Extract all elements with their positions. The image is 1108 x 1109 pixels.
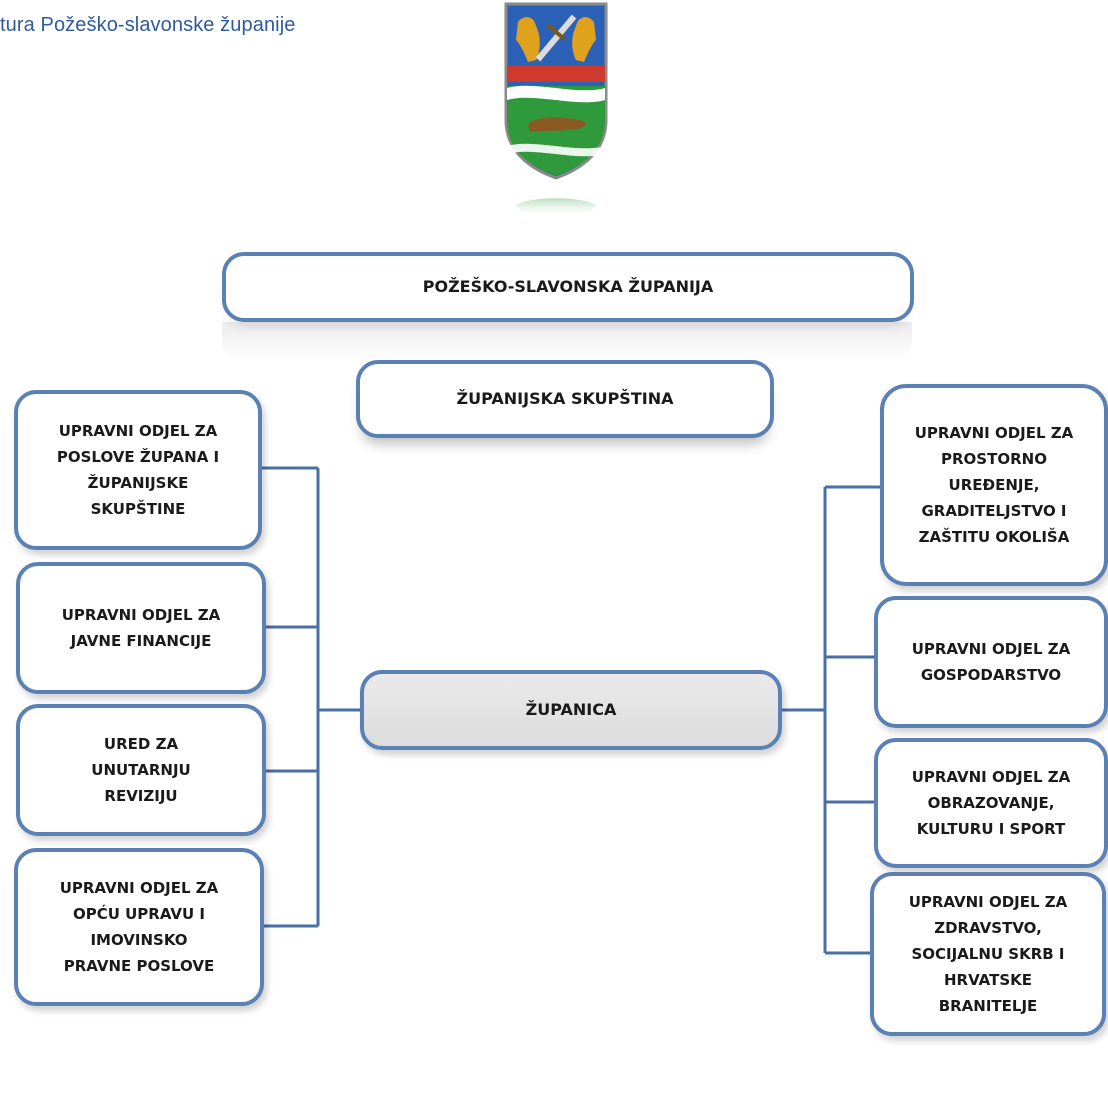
- department-label-line: BRANITELJE: [938, 997, 1038, 1015]
- county-label: POŽEŠKO-SLAVONSKA ŽUPANIJA: [422, 277, 714, 296]
- department-label-line: IMOVINSKO: [90, 931, 188, 949]
- department-label-line: OPĆU UPRAVU I: [72, 905, 206, 923]
- department-label-line: ŽUPANIJSKE: [87, 474, 189, 492]
- page-title: tura Požeško-slavonske županije: [0, 14, 296, 36]
- left-department-box: UPRAVNI ODJEL ZA JAVNE FINANCIJE: [16, 562, 266, 694]
- department-label-line: UPRAVNI ODJEL ZA: [58, 422, 218, 440]
- department-label-line: UPRAVNI ODJEL ZA: [908, 893, 1068, 911]
- department-label-line: URED ZA: [103, 735, 179, 753]
- left-department-box: UPRAVNI ODJEL ZA POSLOVE ŽUPANA I ŽUPANI…: [14, 390, 262, 550]
- department-label-line: GRADITELJSTVO I: [921, 502, 1067, 520]
- department-label-line: JAVNE FINANCIJE: [70, 632, 212, 650]
- department-label-line: SOCIJALNU SKRB I: [911, 945, 1065, 963]
- department-label-line: HRVATSKE: [943, 971, 1033, 989]
- right-department-box: UPRAVNI ODJEL ZA GOSPODARSTVO: [874, 596, 1108, 728]
- assembly-box: ŽUPANIJSKA SKUPŠTINA: [356, 360, 774, 438]
- department-label-line: UNUTARNJU: [91, 761, 191, 779]
- county-box: POŽEŠKO-SLAVONSKA ŽUPANIJA: [222, 252, 914, 322]
- department-label-line: ZDRAVSTVO,: [934, 919, 1042, 937]
- right-department-box: UPRAVNI ODJEL ZA OBRAZOVANJE, KULTURU I …: [874, 738, 1108, 868]
- department-label-line: ZAŠTITU OKOLIŠA: [918, 528, 1070, 546]
- department-label-line: GOSPODARSTVO: [920, 666, 1062, 684]
- department-label-line: UPRAVNI ODJEL ZA: [911, 640, 1071, 658]
- department-label-line: PROSTORNO: [941, 450, 1047, 468]
- department-label-line: UPRAVNI ODJEL ZA: [911, 768, 1071, 786]
- right-department-box: UPRAVNI ODJEL ZA PROSTORNO UREĐENJE, GRA…: [880, 384, 1108, 586]
- department-label-line: POSLOVE ŽUPANA I: [56, 448, 220, 466]
- prefect-label: ŽUPANICA: [525, 700, 617, 719]
- department-label-line: UPRAVNI ODJEL ZA: [59, 879, 219, 897]
- department-label-line: REVIZIJU: [104, 787, 178, 805]
- department-label-line: KULTURU I SPORT: [916, 820, 1066, 838]
- coat-of-arms-icon: [504, 2, 608, 218]
- department-label-line: UPRAVNI ODJEL ZA: [61, 606, 221, 624]
- assembly-label: ŽUPANIJSKA SKUPŠTINA: [456, 389, 674, 408]
- department-label-line: OBRAZOVANJE,: [927, 794, 1055, 812]
- left-department-box: URED ZA UNUTARNJU REVIZIJU: [16, 704, 266, 836]
- department-label-line: UPRAVNI ODJEL ZA: [914, 424, 1074, 442]
- department-label-line: SKUPŠTINE: [90, 500, 186, 518]
- top-box-reflection: [222, 322, 912, 362]
- department-label-line: PRAVNE POSLOVE: [63, 957, 215, 975]
- right-department-box: UPRAVNI ODJEL ZA ZDRAVSTVO, SOCIJALNU SK…: [870, 872, 1106, 1036]
- left-department-box: UPRAVNI ODJEL ZA OPĆU UPRAVU I IMOVINSKO…: [14, 848, 264, 1006]
- department-label-line: UREĐENJE,: [948, 476, 1040, 494]
- prefect-box: ŽUPANICA: [360, 670, 782, 750]
